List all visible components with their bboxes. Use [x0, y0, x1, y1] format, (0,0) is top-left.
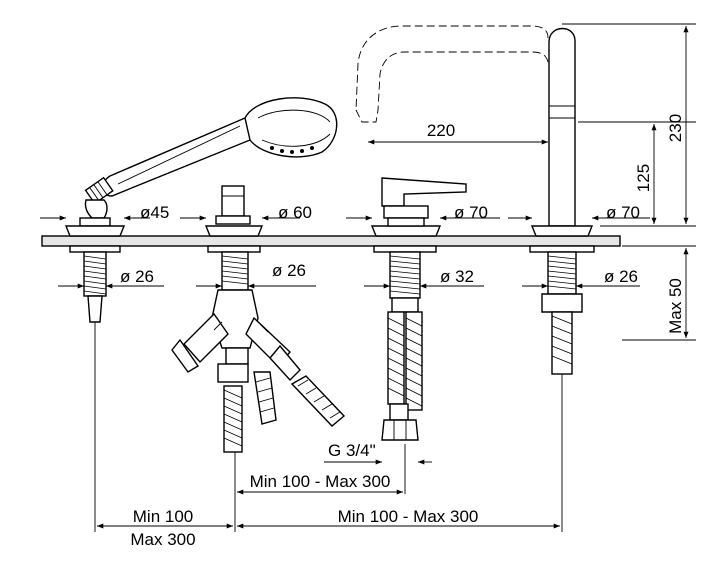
diverter-hoses	[223, 371, 346, 453]
diverter-to-spout-label: Min 100 - Max 300	[338, 507, 479, 526]
mixer-valve	[370, 177, 467, 441]
spout-height-label: 230	[666, 114, 685, 142]
hand-shower	[64, 97, 338, 323]
spout-reach-label: 220	[427, 121, 455, 140]
spout-lever-height-label: 125	[634, 164, 653, 192]
diverter-to-mixer-label: Min 100 - Max 300	[250, 472, 391, 491]
diverter-shank-label: ø 26	[272, 261, 306, 280]
deck-plate	[41, 235, 621, 247]
handshower-max-label: Max 300	[130, 530, 195, 549]
spout-flange-label: ø 70	[606, 203, 640, 222]
diverter-flange-label: ø 60	[278, 203, 312, 222]
dimension-lines	[40, 25, 689, 529]
handshower-flange-label: ø45	[140, 203, 169, 222]
extension-lines	[94, 23, 696, 532]
mixer-flange-label: ø 70	[454, 203, 488, 222]
spout-shank-label: ø 26	[604, 267, 638, 286]
mixer-shank-label: ø 32	[440, 267, 474, 286]
spout	[355, 25, 595, 375]
handshower-min-label: Min 100	[133, 507, 193, 526]
handshower-shank-label: ø 26	[120, 267, 154, 286]
deck-thickness-label: Max 50	[666, 278, 685, 334]
connection-thread-label: G 3/4"	[328, 441, 376, 460]
diverter-valve	[171, 185, 301, 383]
